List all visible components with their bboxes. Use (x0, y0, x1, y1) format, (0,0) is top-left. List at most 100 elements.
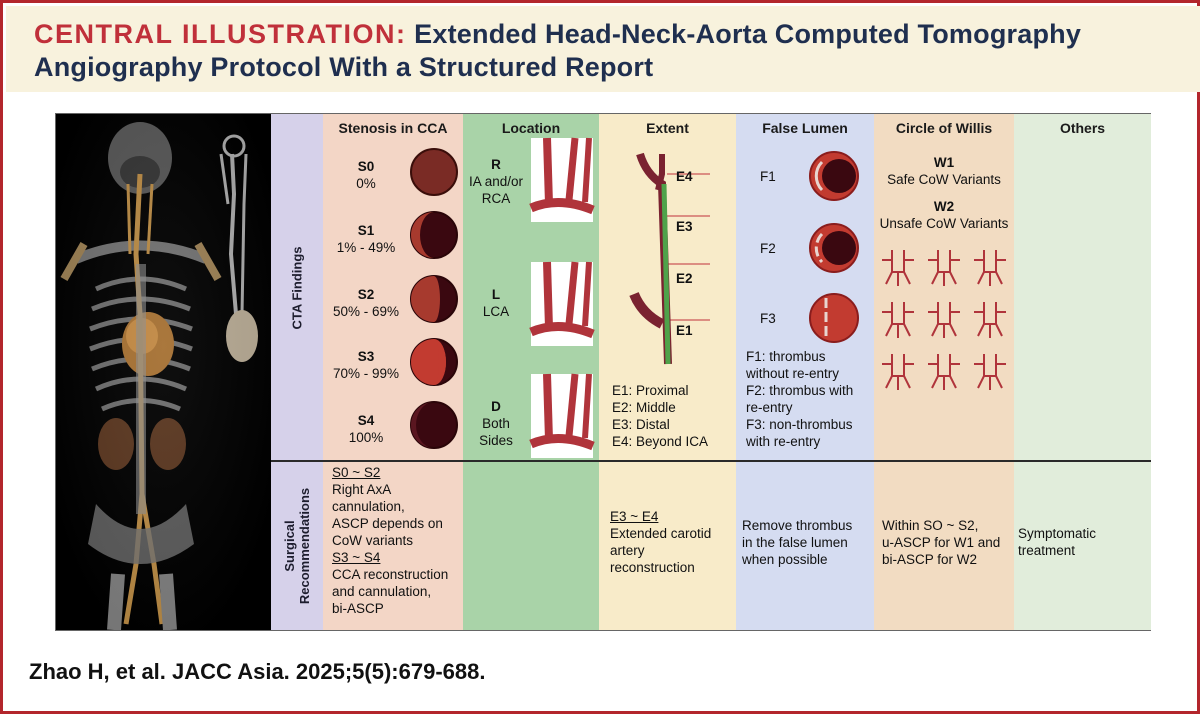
location-r: R IA and/or RCA (464, 156, 528, 207)
extent-legend-item: E3: Distal (612, 417, 670, 432)
column-others: Others (1014, 114, 1151, 630)
location-code: R (491, 157, 501, 172)
extent-legend: E1: Proximal E2: Middle E3: Distal E4: B… (612, 382, 732, 450)
false-lumen-f3-icon (809, 293, 859, 343)
cow-variant-icons (882, 250, 1006, 390)
rec-line: in the false lumen (742, 535, 848, 550)
column-header-extent: Extent (646, 120, 689, 136)
extent-legend-item: E1: Proximal (612, 383, 689, 398)
cow-variant-icon (928, 250, 960, 286)
extent-vessel-graphic (629, 152, 710, 365)
column-circle-of-willis: Circle of Willis (874, 114, 1014, 630)
title-lead: CENTRAL ILLUSTRATION: (34, 19, 407, 49)
cow-variant-icon (928, 302, 960, 338)
vessel-s1-icon (410, 211, 458, 259)
false-lumen-label-f2: F2 (760, 241, 776, 256)
figure-title: CENTRAL ILLUSTRATION: Extended Head-Neck… (34, 18, 1174, 84)
rec-line: Right AxA (332, 482, 392, 497)
title-text: Extended Head-Neck-Aorta Computed Tomogr… (34, 19, 1082, 82)
stenosis-s3: S3 70% - 99% (326, 348, 406, 382)
row-divider (271, 460, 1151, 462)
rec-stenosis: S0 ~ S2 Right AxA cannulation, ASCP depe… (332, 464, 462, 617)
column-extent: Extent (599, 114, 736, 630)
vessel-s4-icon (410, 401, 458, 449)
location-code: D (491, 399, 501, 414)
header-band: CENTRAL ILLUSTRATION: Extended Head-Neck… (6, 6, 1200, 92)
row-label-recommendations: Surgical Recommendations (271, 462, 323, 630)
extent-label-e4: E4 (676, 169, 693, 184)
column-header-false-lumen: False Lumen (762, 120, 848, 136)
location-d: D Both Sides (464, 398, 528, 449)
location-line-2: Sides (479, 433, 513, 448)
false-lumen-legend-line: F2: thrombus with (746, 383, 854, 398)
vessel-s0-icon (410, 148, 458, 196)
rec-line: cannulation, (332, 499, 405, 514)
extent-label-e2: E2 (676, 271, 693, 286)
rec-stenosis-heading-2: S3 ~ S4 (332, 550, 381, 565)
arch-left-icon (529, 261, 595, 346)
stenosis-range: 1% - 49% (336, 240, 396, 255)
column-header-cow: Circle of Willis (895, 120, 993, 136)
false-lumen-legend-line: with re-entry (746, 434, 821, 449)
row-label-findings: CTA Findings (271, 114, 323, 461)
false-lumen-f2-icon (809, 223, 859, 273)
stenosis-code: S3 (357, 349, 375, 364)
stenosis-code: S0 (357, 159, 375, 174)
extent-legend-item: E4: Beyond ICA (612, 434, 709, 449)
rec-line: Within SO ~ S2, (882, 518, 979, 533)
rec-line: CCA reconstruction (332, 567, 449, 582)
rec-line: reconstruction (610, 560, 695, 575)
cow-variant-icon (974, 302, 1006, 338)
rec-line: Extended carotid (610, 526, 712, 541)
ct-angiography-image (56, 114, 271, 630)
false-lumen-f1-icon (809, 151, 859, 201)
recommendations-line-1: Surgical (282, 520, 297, 572)
stenosis-range: 100% (348, 430, 384, 445)
cow-w1: W1 Safe CoW Variants (874, 154, 1014, 188)
false-lumen-icons (809, 151, 859, 343)
location-code: L (491, 287, 501, 302)
stenosis-code: S4 (357, 413, 375, 428)
column-header-stenosis: Stenosis in CCA (338, 120, 448, 136)
rec-line: treatment (1018, 543, 1076, 558)
extent-label-e1: E1 (676, 323, 693, 338)
rec-line: when possible (742, 552, 828, 567)
false-lumen-legend: F1: thrombus without re-entry F2: thromb… (746, 348, 874, 450)
cow-w2: W2 Unsafe CoW Variants (874, 198, 1014, 232)
rec-line: Remove thrombus (742, 518, 853, 533)
cow-w2-text: Unsafe CoW Variants (879, 216, 1009, 231)
cow-w2-code: W2 (933, 199, 955, 214)
row-label-findings-text: CTA Findings (289, 245, 305, 330)
rec-others: Symptomatic treatment (1018, 525, 1148, 559)
cow-variant-icon (974, 354, 1006, 390)
false-lumen-legend-line: re-entry (746, 400, 793, 415)
rec-line: Symptomatic (1018, 526, 1097, 541)
rec-line: artery (610, 543, 645, 558)
column-header-others: Others (1059, 120, 1106, 136)
location-line-1: LCA (482, 304, 510, 319)
cow-variant-icon (882, 302, 914, 338)
arch-right-icon (529, 137, 595, 222)
arch-both-icon (529, 373, 595, 458)
stenosis-code: S1 (357, 223, 375, 238)
column-false-lumen: False Lumen (736, 114, 874, 630)
rec-line: CoW variants (332, 533, 414, 548)
extent-legend-item: E2: Middle (612, 400, 676, 415)
vessel-s2-icon (410, 275, 458, 323)
stenosis-s4: S4 100% (326, 412, 406, 446)
cow-w1-code: W1 (933, 155, 955, 170)
rec-cow: Within SO ~ S2, u-ASCP for W1 and bi-ASC… (882, 517, 1012, 568)
stenosis-vessel-icons (410, 148, 458, 449)
rec-line: bi-ASCP (332, 601, 384, 616)
rec-line: ASCP depends on (332, 516, 443, 531)
rec-line: and cannulation, (332, 584, 432, 599)
rec-line: u-ASCP for W1 and (882, 535, 1001, 550)
stenosis-s1: S1 1% - 49% (326, 222, 406, 256)
recommendations-line-2: Recommendations (297, 487, 312, 605)
citation: Zhao H, et al. JACC Asia. 2025;5(5):679-… (29, 659, 486, 684)
ct-render-graphic (56, 114, 271, 630)
cow-variant-icon (928, 354, 960, 390)
rec-extent-heading: E3 ~ E4 (610, 509, 659, 524)
rec-extent: E3 ~ E4 Extended carotid artery reconstr… (610, 508, 734, 576)
